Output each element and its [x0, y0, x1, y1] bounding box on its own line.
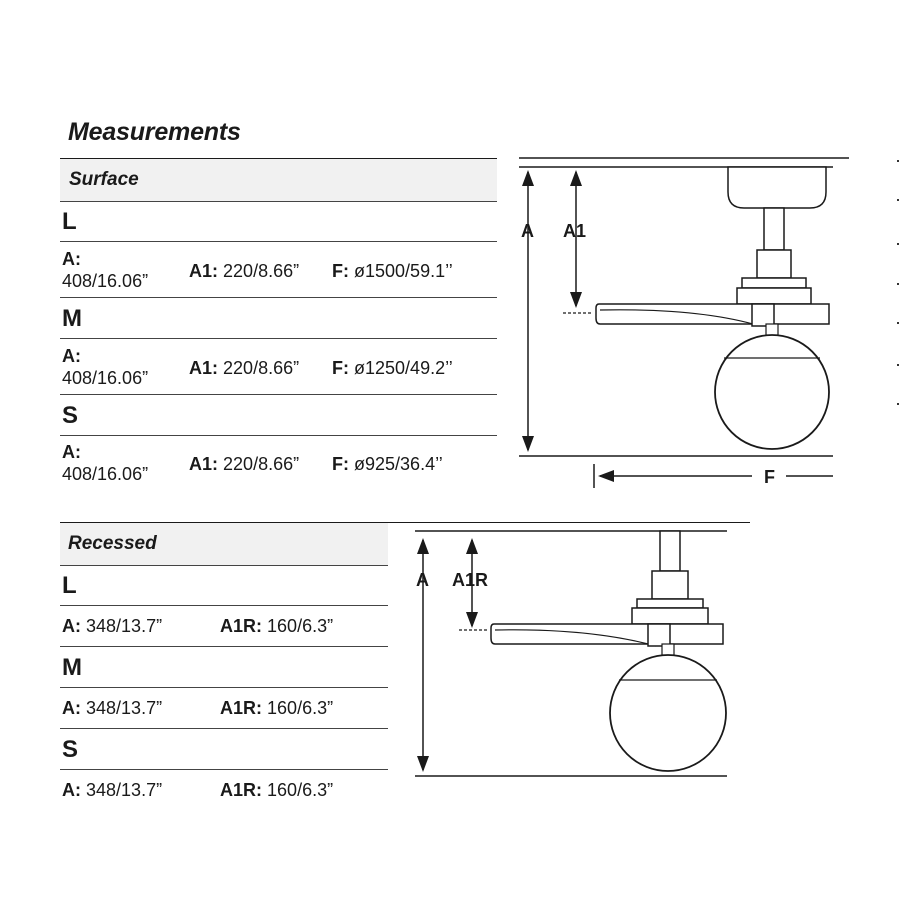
- globe-shape: [609, 654, 727, 772]
- surface-l-a: A: 408/16.06”: [62, 248, 148, 292]
- divider: [60, 605, 388, 606]
- spec-key: A:: [62, 249, 81, 269]
- spec-value: 160/6.3”: [267, 698, 334, 718]
- blade-curve: [599, 309, 761, 327]
- dimension-a1-label: A1: [563, 221, 586, 241]
- surface-section-label: Surface: [69, 169, 139, 190]
- blade-shape: [490, 623, 724, 645]
- divider: [60, 769, 388, 770]
- dimension-a-arrow: [522, 170, 534, 452]
- spec-value: 220/8.66”: [223, 261, 300, 281]
- spec-key: A1:: [189, 261, 219, 281]
- recessed-size-l: L: [62, 572, 77, 599]
- spec-value: 348/13.7”: [86, 616, 163, 636]
- blade-hub-shape: [647, 623, 671, 647]
- recessed-l-a: A: 348/13.7”: [62, 615, 162, 637]
- spec-value: 408/16.06”: [62, 368, 149, 388]
- spec-value: 408/16.06”: [62, 464, 149, 484]
- spec-key: A:: [62, 698, 81, 718]
- spec-key: A1:: [189, 358, 219, 378]
- surface-m-a: A: 408/16.06”: [62, 345, 148, 389]
- spec-value: 160/6.3”: [267, 780, 334, 800]
- motor-base-shape: [631, 607, 709, 625]
- divider: [60, 241, 497, 242]
- surface-size-l: L: [62, 208, 77, 235]
- surface-s-f: F: ø925/36.4’’: [332, 453, 443, 475]
- divider: [60, 394, 497, 395]
- surface-l-a1: A1: 220/8.66”: [189, 260, 299, 282]
- spec-key: A:: [62, 346, 81, 366]
- spec-key: A:: [62, 616, 81, 636]
- spec-key: A:: [62, 442, 81, 462]
- dimension-a1-arrow: [563, 170, 591, 314]
- recessed-m-a: A: 348/13.7”: [62, 697, 162, 719]
- surface-m-a1: A1: 220/8.66”: [189, 357, 299, 379]
- dimension-a-label: A: [521, 221, 534, 241]
- recessed-header-band: [60, 523, 388, 565]
- spec-key: A1:: [189, 454, 219, 474]
- dimension-f-label: F: [764, 467, 775, 487]
- surface-size-m: M: [62, 305, 82, 332]
- canopy-shape: [727, 166, 827, 209]
- spec-key: F:: [332, 261, 349, 281]
- spec-value: 348/13.7”: [86, 698, 163, 718]
- recessed-size-m: M: [62, 654, 82, 681]
- spec-key: F:: [332, 454, 349, 474]
- surface-s-a1: A1: 220/8.66”: [189, 453, 299, 475]
- globe-shape: [714, 334, 830, 450]
- recessed-s-a: A: 348/13.7”: [62, 779, 162, 801]
- surface-m-f: F: ø1250/49.2’’: [332, 357, 453, 379]
- spec-value: ø1250/49.2’’: [354, 358, 453, 378]
- spec-value: 408/16.06”: [62, 271, 149, 291]
- surface-s-a: A: 408/16.06”: [62, 441, 148, 485]
- motor-coupler-shape: [651, 570, 689, 600]
- blade-curve: [494, 629, 657, 647]
- edge-marks: [897, 160, 899, 405]
- recessed-section-label: Recessed: [68, 533, 157, 554]
- spec-value: 220/8.66”: [223, 454, 300, 474]
- surface-top-rule: [60, 158, 497, 159]
- dimension-a-arrow: [417, 538, 429, 772]
- spec-key: A:: [62, 780, 81, 800]
- spec-key: A1R:: [220, 616, 263, 636]
- divider: [60, 201, 497, 202]
- recessed-top-rule: [60, 522, 750, 523]
- spec-value: 348/13.7”: [86, 780, 163, 800]
- page-title: Measurements: [68, 118, 241, 146]
- surface-l-f: F: ø1500/59.1’’: [332, 260, 453, 282]
- spec-value: 220/8.66”: [223, 358, 300, 378]
- spec-key: A1R:: [220, 698, 263, 718]
- dimension-a-label: A: [416, 570, 429, 590]
- divider: [60, 565, 388, 566]
- divider: [60, 646, 388, 647]
- motor-coupler-shape: [756, 249, 792, 279]
- spec-value: ø925/36.4’’: [354, 454, 443, 474]
- dimension-f-arrow: [593, 464, 833, 488]
- recessed-size-s: S: [62, 736, 79, 763]
- spec-key: A1R:: [220, 780, 263, 800]
- spec-value: ø1500/59.1’’: [354, 261, 453, 281]
- downrod-shape: [659, 530, 681, 572]
- dimension-a1r-label: A1R: [452, 570, 488, 590]
- divider: [60, 728, 388, 729]
- blade-hub-shape: [751, 303, 775, 327]
- recessed-s-a1r: A1R: 160/6.3”: [220, 779, 333, 801]
- divider: [60, 338, 497, 339]
- divider: [60, 297, 497, 298]
- divider: [60, 687, 388, 688]
- recessed-l-a1r: A1R: 160/6.3”: [220, 615, 333, 637]
- divider: [60, 435, 497, 436]
- spec-value: 160/6.3”: [267, 616, 334, 636]
- surface-size-s: S: [62, 402, 79, 429]
- motor-housing-shape: [636, 598, 704, 609]
- dimension-a1r-arrow: [459, 538, 488, 631]
- spec-key: F:: [332, 358, 349, 378]
- surface-header-band: [60, 159, 497, 201]
- recessed-m-a1r: A1R: 160/6.3”: [220, 697, 333, 719]
